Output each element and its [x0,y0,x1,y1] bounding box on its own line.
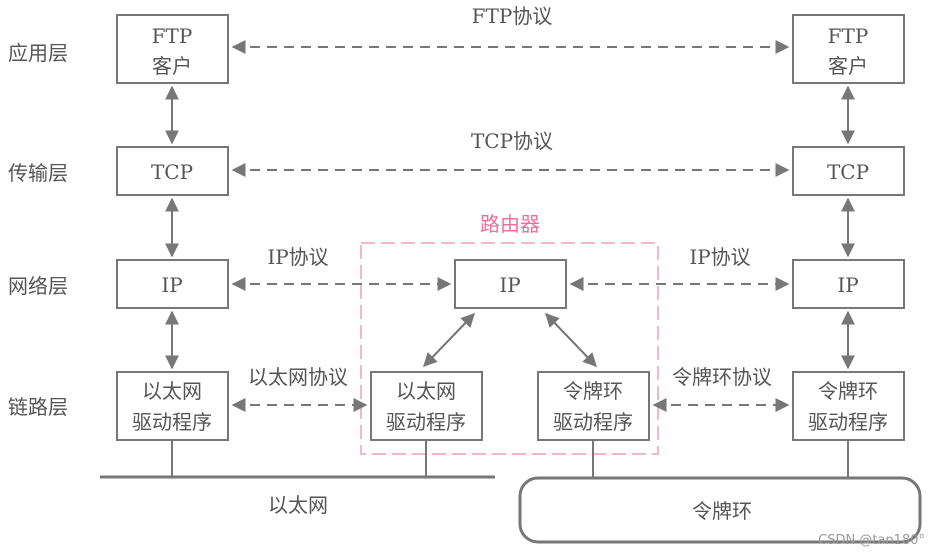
tcp-left-box: TCP [116,146,229,196]
eth-driver-router-box: 以太网 驱动程序 [370,371,483,441]
eth-driver-left-box: 以太网 驱动程序 [116,371,229,441]
token-driver-router-line1: 令牌环 [563,379,623,403]
layer-label-transport: 传输层 [8,161,68,185]
ftp-client-left-line2: 客户 [152,54,192,78]
router-boundary [360,242,659,455]
eth-driver-left-line2: 驱动程序 [132,410,212,434]
arrow-router-ip-eth [423,312,475,368]
ftp-client-left-line1: FTP [152,24,193,48]
ftp-client-right-box: FTP 客户 [792,14,905,84]
token-driver-right-line2: 驱动程序 [808,410,888,434]
eth-driver-router-line1: 以太网 [396,379,456,403]
tcp-right-box: TCP [792,146,905,196]
ftp-client-right-line1: FTP [828,24,869,48]
token-driver-router-line2: 驱动程序 [553,410,633,434]
layer-label-network: 网络层 [8,274,68,298]
ip-protocol-right-label: IP协议 [689,245,750,269]
ip-left-box: IP [116,259,229,309]
ip-left-label: IP [161,273,182,297]
ip-protocol-left-label: IP协议 [267,245,328,269]
ip-router-box: IP [454,259,567,309]
tcp-left-label: TCP [151,160,193,184]
token-driver-right-box: 令牌环 驱动程序 [792,371,905,441]
eth-driver-left-line1: 以太网 [142,379,202,403]
ip-right-box: IP [792,259,905,309]
token-driver-right-line1: 令牌环 [818,379,878,403]
layer-label-application: 应用层 [8,41,68,65]
watermark: CSDN @tan180° [818,533,925,548]
layer-label-link: 链路层 [8,395,68,419]
token-ring-shape [518,476,922,544]
eth-driver-router-line2: 驱动程序 [386,410,466,434]
token-ring-protocol-label: 令牌环协议 [672,365,772,389]
tcp-protocol-label: TCP协议 [471,129,553,153]
ethernet-protocol-label: 以太网协议 [248,365,348,389]
ip-right-label: IP [837,273,858,297]
ftp-client-right-line2: 客户 [828,54,868,78]
ethernet-network-label: 以太网 [268,493,328,517]
ftp-protocol-label: FTP协议 [472,4,553,28]
token-ring-network-label: 令牌环 [692,499,752,523]
router-label: 路由器 [480,212,540,236]
ip-router-label: IP [499,273,520,297]
tcp-right-label: TCP [827,160,869,184]
arrow-router-ip-token [545,312,597,368]
token-driver-router-box: 令牌环 驱动程序 [537,371,650,441]
ftp-client-left-box: FTP 客户 [116,14,229,84]
